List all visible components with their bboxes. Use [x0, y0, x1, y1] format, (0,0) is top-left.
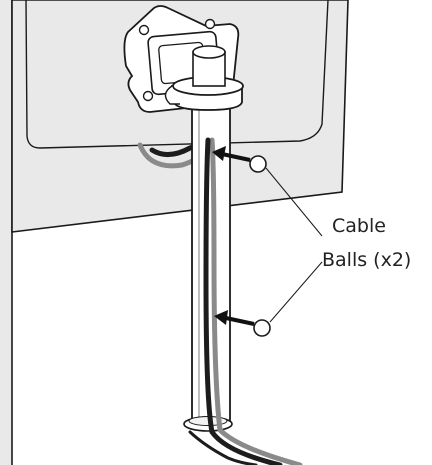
cable-dark-tail	[188, 430, 258, 465]
callout-label-line1: Cable	[332, 215, 386, 237]
pole-clamp-collar	[164, 45, 244, 111]
cable-dark-down	[203, 137, 283, 465]
callout-label-line2: Balls (x2)	[322, 249, 411, 271]
arrow-lower-icon	[214, 310, 228, 325]
screw-hole-bottom-left-icon	[142, 90, 154, 102]
cable-ball-lower-icon	[253, 319, 271, 337]
screw-hole-top-right-icon	[204, 18, 216, 30]
arrow-upper-icon	[212, 146, 226, 161]
cable-ball-upper	[212, 146, 267, 173]
wall-strip	[0, 0, 12, 465]
leader-line-lower	[269, 261, 323, 323]
leader-line-upper	[265, 167, 323, 237]
cable-ball-lower	[214, 310, 271, 337]
cable-ball-upper-icon	[249, 155, 267, 173]
screw-hole-top-left-icon	[138, 24, 150, 36]
cable-grey-down	[209, 137, 303, 465]
